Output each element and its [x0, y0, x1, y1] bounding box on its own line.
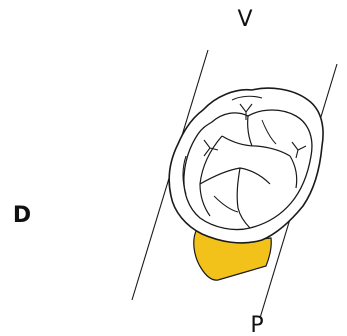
- label-palatal: P: [250, 313, 263, 336]
- label-vestibular: V: [237, 7, 252, 32]
- label-distal: D: [13, 203, 31, 228]
